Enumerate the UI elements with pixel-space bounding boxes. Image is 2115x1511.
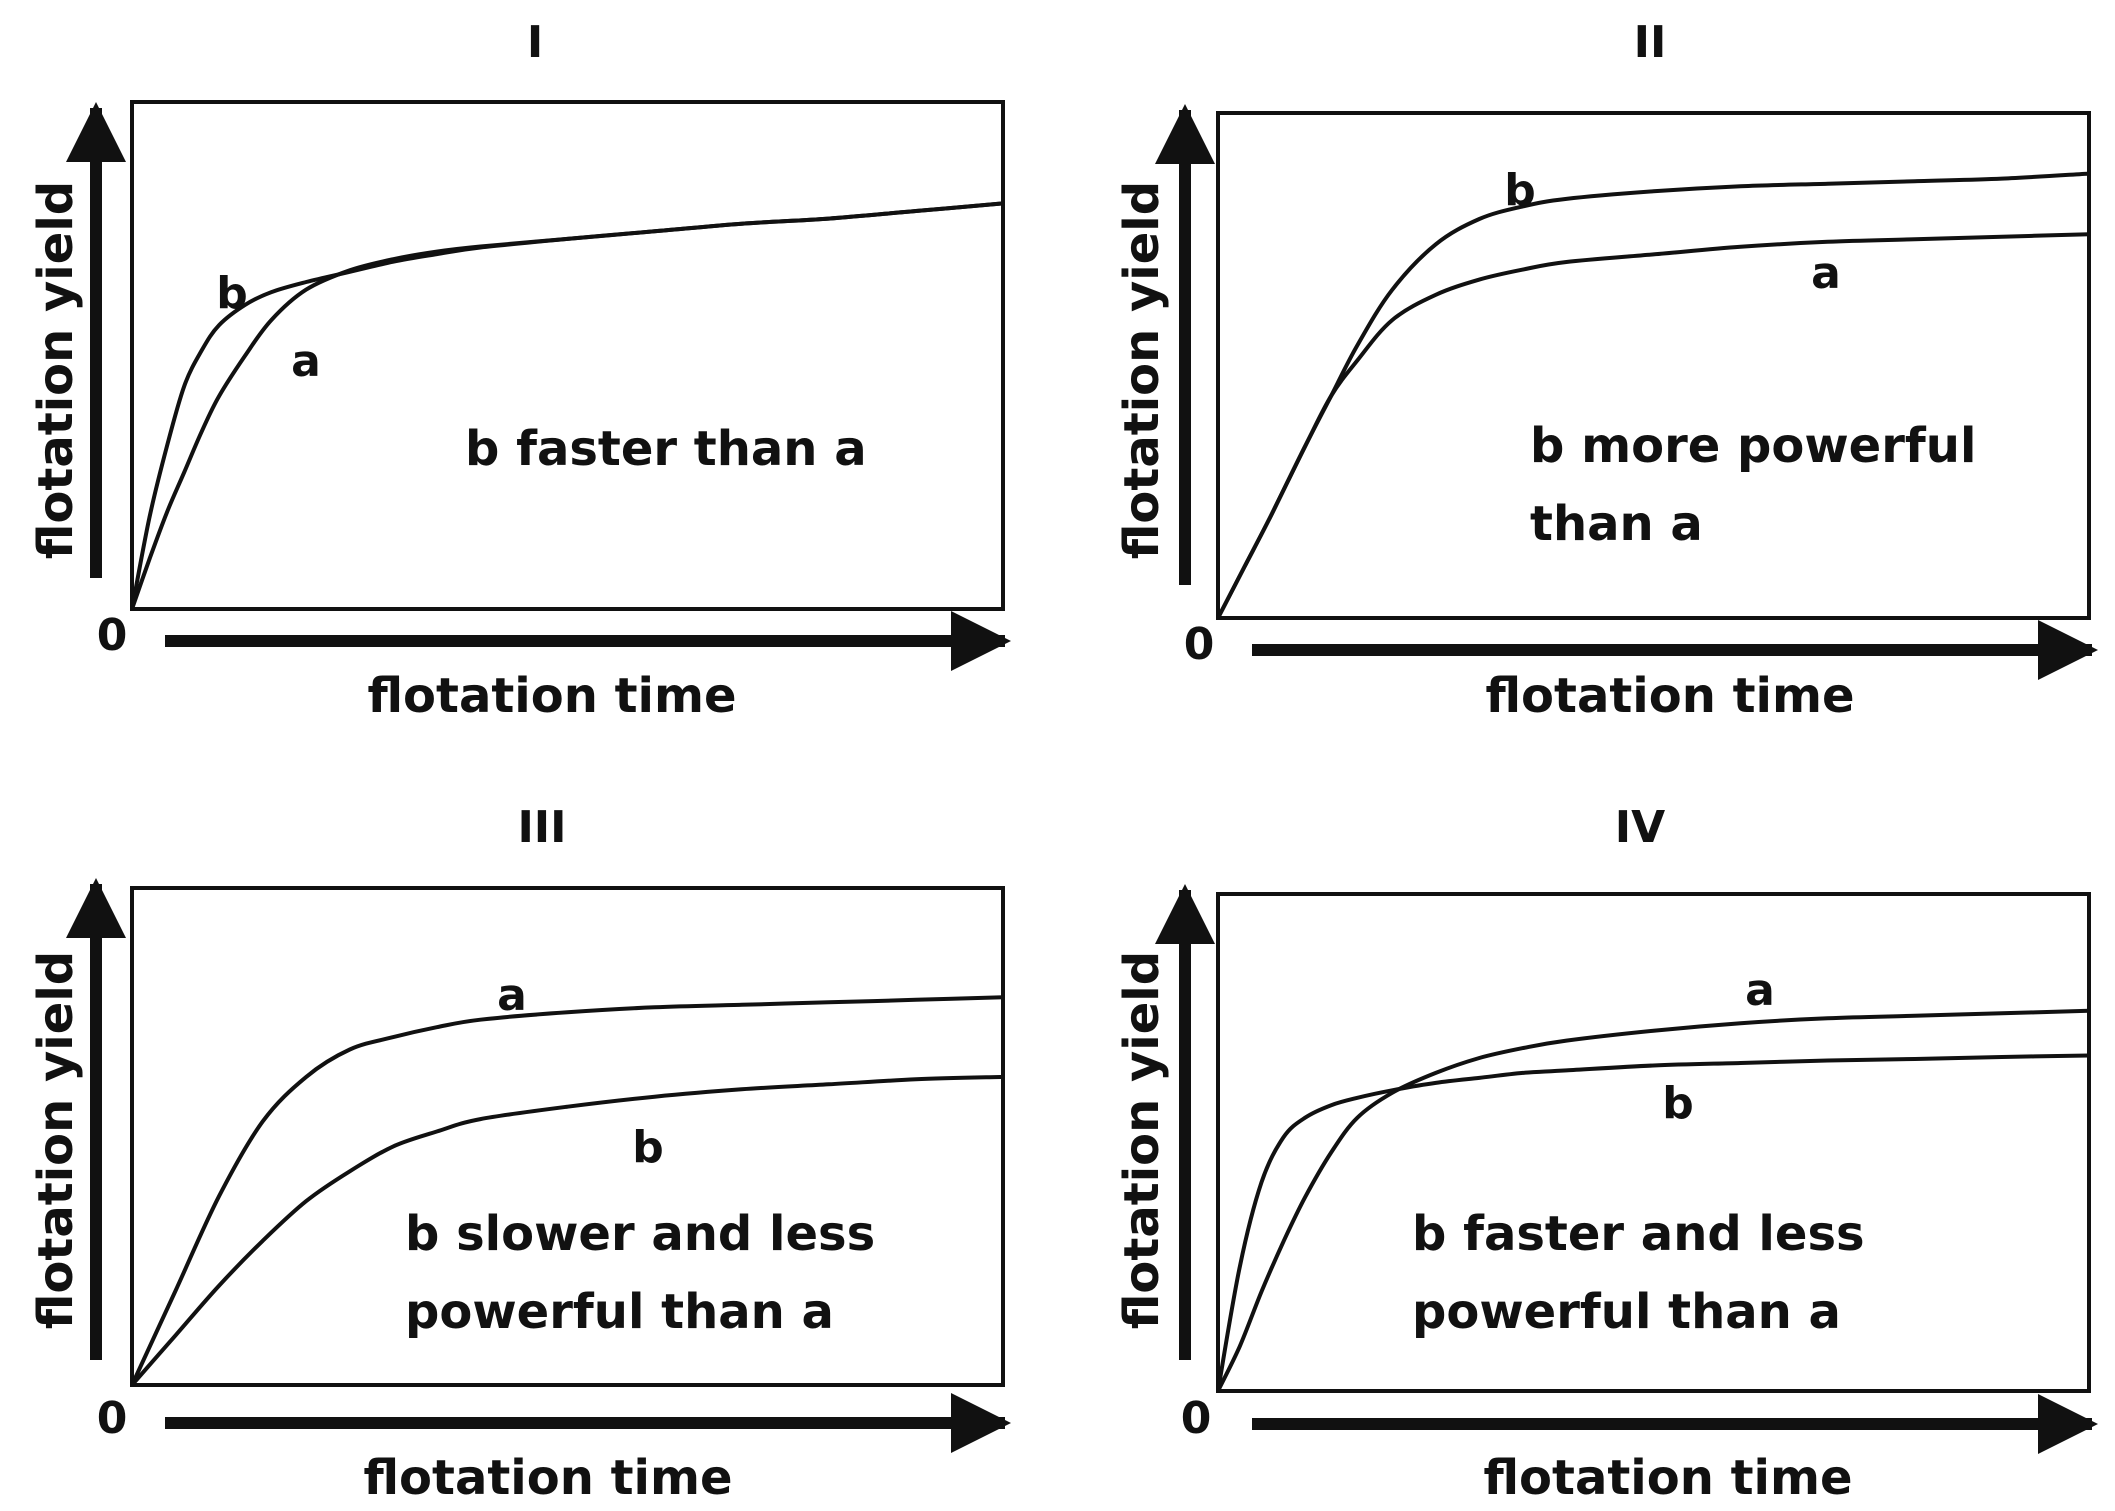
panel-ii-curve-a-label: a (1811, 248, 1841, 299)
panel-iii-plot-frame (130, 886, 1005, 1387)
panel-iv-curve-b-label: b (1662, 1078, 1694, 1129)
panel-iv-y-axis-label: flotation yield (1114, 951, 1170, 1329)
panel-iv-annotation-line-2: powerful than a (1412, 1284, 1841, 1340)
panel-iii-annotation-line-1: b slower and less (405, 1206, 875, 1262)
panel-ii-annotation-line-2: than a (1530, 496, 1703, 552)
panel-ii-curve-b (1216, 171, 2090, 619)
panel-i: I 0 flotation time flotation yield a b b… (28, 17, 1011, 724)
panel-iii-curve-b (130, 1074, 1004, 1387)
panel-iii-curve-b-label: b (632, 1122, 664, 1173)
panel-iv-curve-a (1216, 1008, 2090, 1392)
panel-i-curve-a-label: a (291, 336, 321, 387)
panel-ii-title: II (1634, 17, 1667, 68)
panel-iii-curve-a (130, 995, 1004, 1386)
panel-ii-annotation-line-1: b more powerful (1530, 418, 1976, 474)
panel-ii-plot-frame (1216, 111, 2091, 620)
panel-iii-x-axis-label: flotation time (363, 1450, 732, 1506)
panel-i-annotation-line-1: b faster than a (465, 421, 867, 477)
panel-iv-x-axis-label: flotation time (1483, 1450, 1852, 1506)
panel-iii-annotation-line-2: powerful than a (405, 1284, 834, 1340)
panel-ii-curve-b-label: b (1504, 165, 1536, 216)
panel-i-curve-b-label: b (216, 268, 248, 319)
panel-iv-curve-b (1216, 1053, 2090, 1392)
panel-i-plot-frame (130, 100, 1005, 611)
panel-iii-origin-label: 0 (97, 1393, 128, 1444)
panel-i-x-axis-label: flotation time (367, 668, 736, 724)
panel-iv: IV 0 flotation time flotation yield a b … (1114, 802, 2098, 1506)
panel-ii-y-axis-label: flotation yield (1114, 181, 1170, 559)
panel-iii-curve-a-label: a (497, 970, 527, 1021)
panel-ii-origin-label: 0 (1184, 619, 1215, 670)
panel-iv-plot-frame (1216, 892, 2091, 1393)
panel-iv-origin-label: 0 (1181, 1393, 1212, 1444)
panel-i-title: I (527, 17, 543, 68)
panel-iv-curve-a-label: a (1745, 965, 1775, 1016)
panel-iv-annotation-line-1: b faster and less (1412, 1206, 1865, 1262)
panel-i-y-axis-label: flotation yield (28, 181, 84, 559)
panel-iii-y-axis-label: flotation yield (28, 951, 84, 1329)
panel-i-origin-label: 0 (97, 610, 128, 661)
panel-ii-x-axis-label: flotation time (1485, 668, 1854, 724)
panel-i-curve-a (130, 201, 1004, 610)
panel-iii-title: III (517, 802, 566, 853)
panel-iv-title: IV (1615, 802, 1665, 853)
panel-i-curve-b (130, 201, 1004, 610)
panel-iii: III 0 flotation time flotation yield a b… (28, 802, 1011, 1506)
panel-ii: II 0 flotation time flotation yield a b … (1114, 17, 2098, 724)
